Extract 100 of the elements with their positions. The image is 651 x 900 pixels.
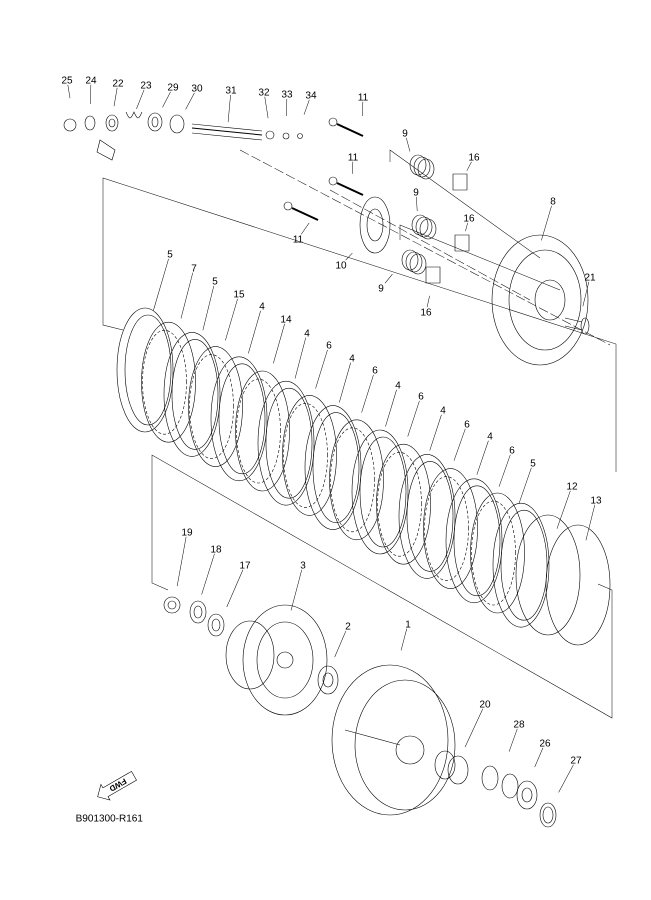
leader-line: [466, 162, 472, 172]
leader-line: [90, 84, 92, 104]
callout-number: 11: [294, 236, 303, 242]
leader-line: [416, 196, 418, 212]
leader-line: [301, 222, 310, 235]
leader-line: [153, 258, 169, 311]
leader-line: [426, 296, 430, 308]
callout-number: 4: [395, 382, 400, 388]
callout-number: 21: [584, 274, 596, 280]
callout-number: 4: [259, 302, 264, 310]
leader-line: [286, 98, 288, 116]
callout-number: 4: [304, 330, 310, 336]
callout-number: 6: [326, 341, 332, 349]
callout-number: 28: [514, 720, 524, 728]
leader-line: [385, 390, 397, 427]
callout-number: 25: [62, 76, 72, 84]
callout-number: 6: [418, 392, 424, 400]
leader-line: [264, 96, 268, 118]
leader-line: [339, 362, 351, 403]
callout-number: 15: [234, 290, 244, 298]
callout-number: 4: [349, 354, 354, 362]
leader-line: [226, 570, 244, 608]
callout-number: 13: [591, 496, 602, 504]
callout-number: 5: [530, 460, 536, 466]
leader-line: [228, 94, 231, 122]
callout-number: 16: [421, 308, 432, 316]
leader-line: [407, 400, 420, 437]
callout-number: 14: [281, 316, 292, 322]
leader-line: [558, 764, 574, 793]
leader-line: [541, 206, 552, 241]
callout-number: 10: [336, 261, 346, 269]
callout-number: 4: [440, 406, 446, 414]
leader-line: [202, 286, 214, 331]
callout-number: 19: [182, 528, 192, 536]
leader-line: [304, 100, 310, 115]
callout-number: 17: [240, 562, 250, 568]
callout-number: 11: [348, 154, 358, 160]
callout-number: 6: [510, 446, 514, 454]
leader-line: [273, 324, 285, 364]
callout-number: 7: [192, 264, 196, 272]
leader-line: [454, 428, 466, 461]
leader-line: [362, 102, 364, 116]
leader-line: [185, 92, 195, 110]
leader-line: [248, 310, 261, 354]
leader-line: [464, 708, 484, 748]
leader-line: [225, 298, 238, 341]
callout-number: 26: [540, 739, 550, 747]
leader-line: [162, 92, 171, 108]
callout-number: 20: [480, 700, 490, 708]
leader-line: [582, 282, 590, 307]
leader-line: [406, 138, 410, 152]
leader-line: [534, 748, 544, 768]
leader-line: [352, 162, 354, 174]
leader-line: [68, 84, 70, 98]
callout-number: 5: [168, 250, 172, 258]
leader-line: [400, 628, 407, 651]
callout-number: 11: [358, 94, 368, 100]
callout-number: 16: [469, 153, 480, 161]
callout-number: 23: [140, 81, 152, 89]
leader-line: [290, 570, 302, 611]
leader-line: [586, 504, 596, 541]
callout-number: 29: [168, 83, 178, 91]
leader-line: [384, 274, 393, 284]
callout-number: 4: [487, 432, 492, 440]
leader-line: [345, 252, 353, 260]
callout-number: 34: [306, 91, 316, 99]
callout-number: 9: [414, 188, 418, 196]
leader-line: [556, 490, 571, 529]
leader-line: [114, 88, 118, 106]
leader-line: [201, 554, 215, 595]
leader-line: [334, 630, 346, 658]
leader-line: [465, 222, 468, 232]
callout-number: 12: [567, 482, 578, 490]
callout-number: 6: [372, 366, 378, 374]
callout-number: 1: [406, 620, 410, 628]
callout-number: 33: [282, 90, 292, 98]
callout-number: 5: [212, 278, 218, 284]
leader-line: [498, 454, 511, 487]
leader-line: [180, 272, 194, 319]
leader-line: [294, 338, 306, 379]
callout-number: 16: [464, 214, 474, 222]
callout-number: 24: [86, 76, 96, 84]
leader-line: [518, 468, 532, 504]
leader-line: [315, 350, 328, 389]
callout-number: 18: [211, 545, 222, 553]
callout-number: 22: [112, 80, 124, 86]
callout-number: 9: [402, 129, 408, 137]
leader-line: [136, 90, 144, 110]
callout-number: 2: [346, 622, 350, 630]
leader-line: [476, 440, 489, 475]
callout-number: 32: [258, 88, 270, 96]
leader-line: [176, 536, 186, 586]
drawing-code: B901300-R161: [76, 814, 142, 822]
callout-number: 27: [570, 756, 582, 764]
callout-number: 9: [378, 284, 384, 292]
callout-number: 30: [192, 84, 202, 92]
leader-line: [429, 414, 442, 451]
callout-number: 3: [300, 561, 306, 569]
leader-line: [361, 374, 374, 413]
leader-line: [508, 728, 518, 752]
